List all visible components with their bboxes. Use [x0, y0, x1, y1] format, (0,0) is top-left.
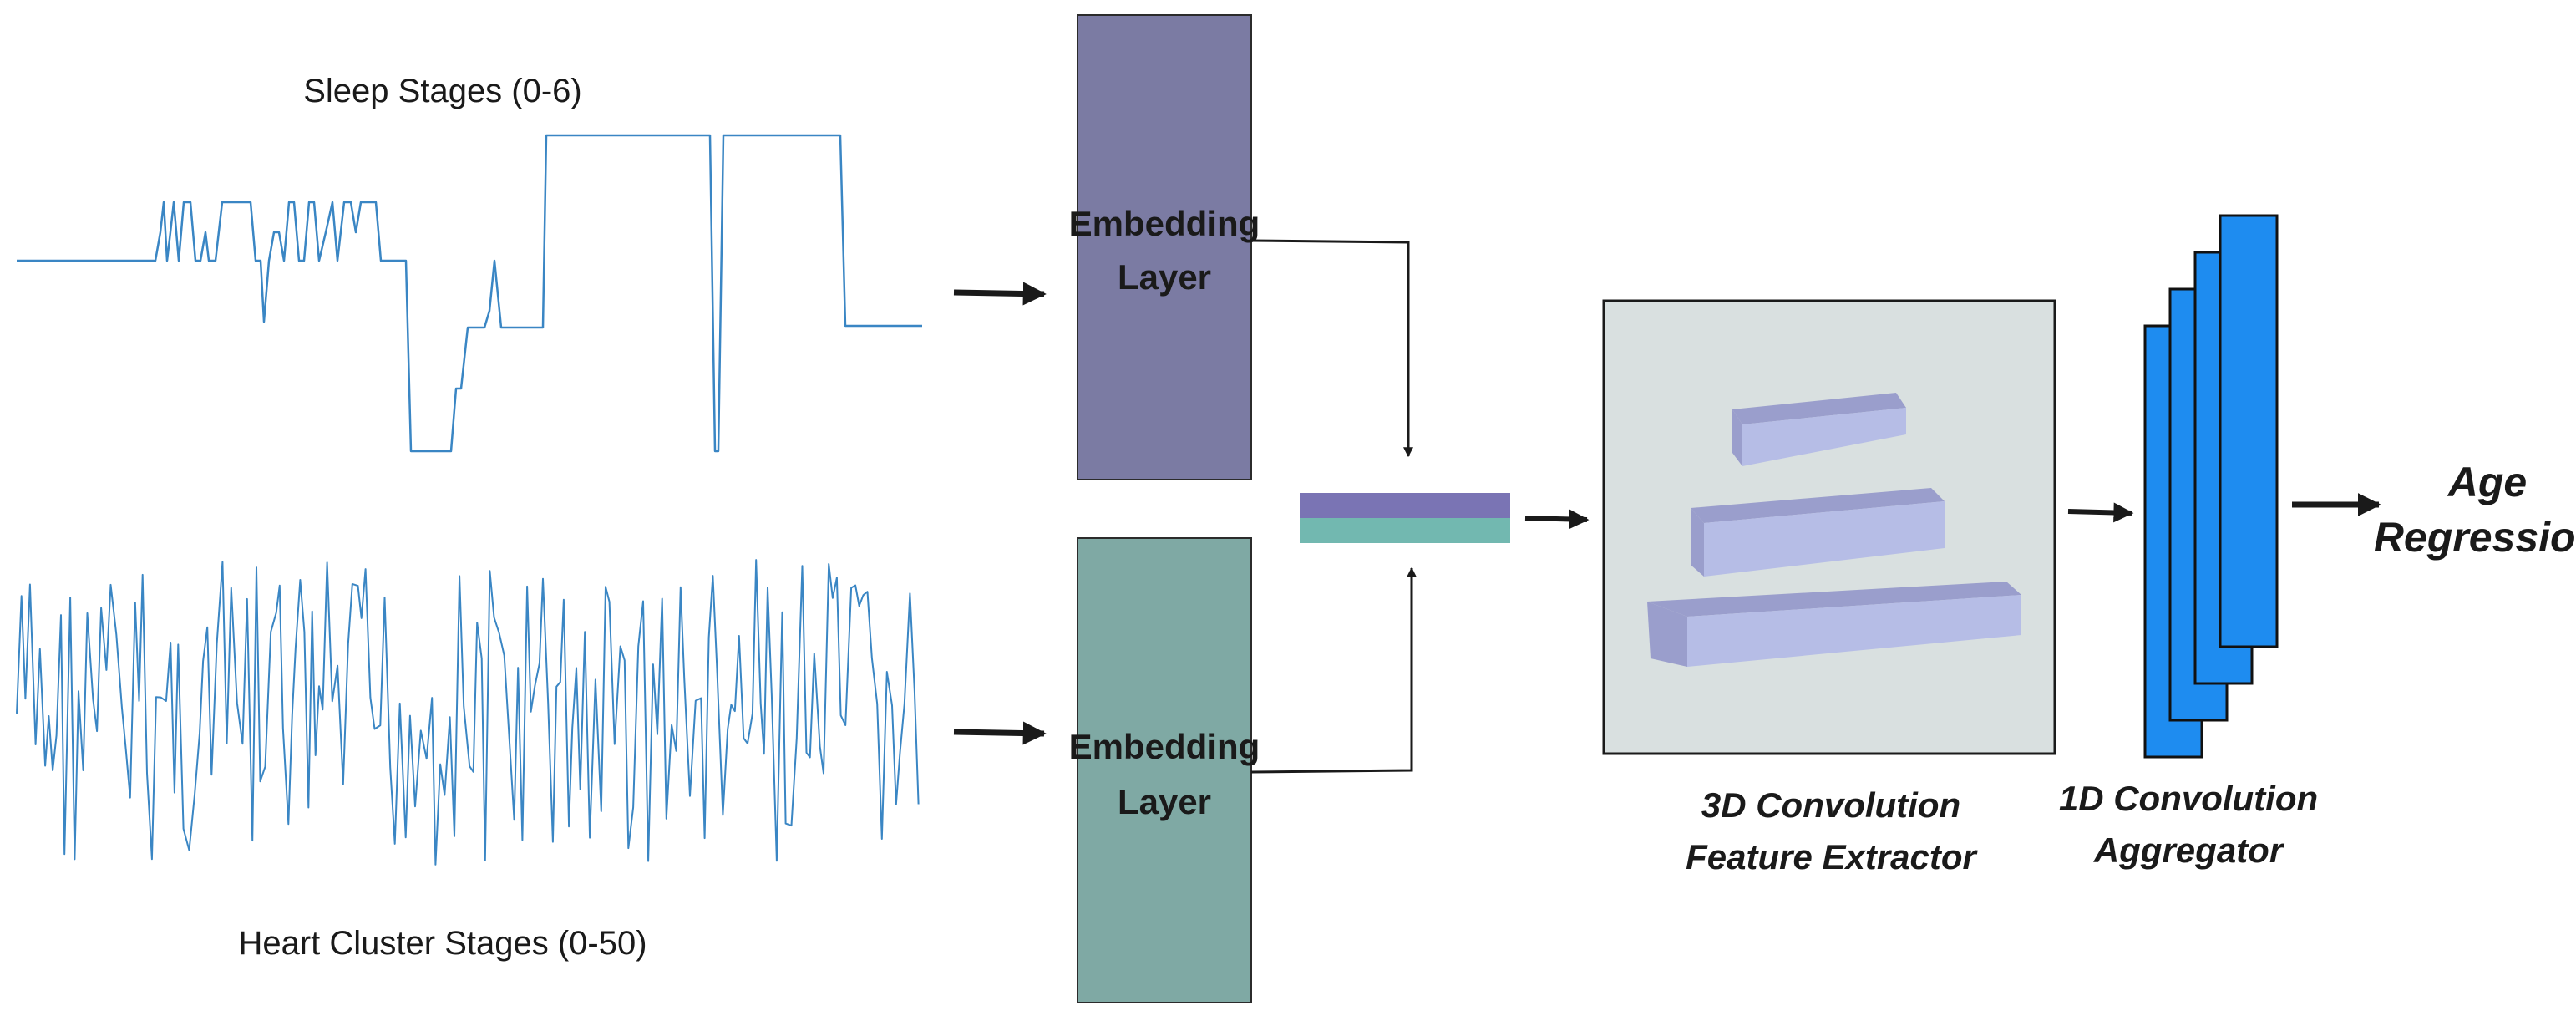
- arrow-concat-to-conv3d: [1524, 509, 1590, 530]
- svg-text:Aggregator: Aggregator: [2093, 831, 2285, 870]
- feature-prism-small: [1732, 393, 1906, 466]
- svg-text:Layer: Layer: [1118, 782, 1211, 821]
- arrow-conv3d-to-conv1d: [2067, 502, 2134, 523]
- sleep-stages-title: Sleep Stages (0-6): [303, 73, 582, 109]
- conv1d-aggregator: 1D Convolution Aggregator: [2059, 214, 2318, 870]
- feature-prism-medium: [1691, 488, 1945, 577]
- conv3d-feature-extractor: 3D Convolution Feature Extractor: [1602, 299, 2056, 876]
- arrow-sleep-to-embedding: [953, 282, 1047, 306]
- embedding-layer-heart: Embedding Layer: [1069, 537, 1260, 1003]
- connector-top-embedding-to-concat: [1250, 239, 1413, 458]
- svg-text:Regression: Regression: [2374, 514, 2576, 561]
- heart-cluster-signal: [16, 559, 920, 866]
- arrow-heart-to-embedding: [953, 721, 1047, 745]
- svg-text:Age: Age: [2447, 459, 2527, 505]
- connector-bottom-embedding-to-concat: [1250, 566, 1417, 774]
- conv3d-label: 3D Convolution: [1701, 785, 1960, 825]
- sleep-stages-signal: [17, 134, 922, 453]
- conv1d-label: 1D Convolution: [2059, 779, 2318, 818]
- embedding-layer-sleep: Embedding Layer: [1069, 14, 1260, 480]
- svg-text:Embedding: Embedding: [1069, 727, 1260, 766]
- heart-cluster-title: Heart Cluster Stages (0-50): [238, 925, 647, 962]
- svg-text:Layer: Layer: [1118, 257, 1211, 297]
- svg-text:Embedding: Embedding: [1069, 204, 1260, 243]
- svg-text:Feature Extractor: Feature Extractor: [1686, 837, 1978, 876]
- feature-prism-large: [1647, 582, 2021, 667]
- concatenated-embedding: [1300, 493, 1510, 543]
- age-regression-output: Age Regression: [2374, 459, 2576, 561]
